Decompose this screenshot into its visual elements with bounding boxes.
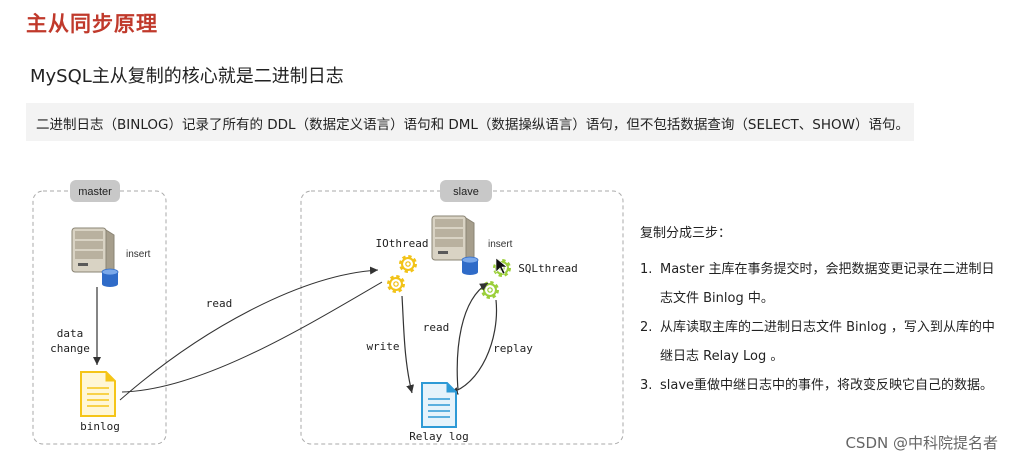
note-text: 二进制日志（BINLOG）记录了所有的 DDL（数据定义语言）语句和 DML（数… — [36, 117, 909, 133]
relay-log-icon — [421, 382, 457, 428]
note-box — [26, 103, 914, 141]
binlog-icon — [80, 371, 116, 417]
relay-log-label: Relay log — [409, 430, 469, 443]
relay-read-label: read — [423, 321, 450, 334]
step-number: 2. — [640, 320, 653, 335]
master-insert-label: insert — [126, 249, 151, 260]
watermark: CSDN @中科院提名者 — [845, 434, 998, 452]
write-label: write — [366, 340, 399, 353]
write-arrow — [401, 295, 415, 394]
read-loop-outbound — [119, 266, 379, 401]
replay-label: replay — [493, 342, 533, 355]
steps-header: 复制分成三步： — [640, 226, 732, 241]
step-text: 从库读取主库的二进制日志文件 Binlog ，写入到从库的中继日志 Relay … — [660, 320, 995, 364]
list-item: 1. Master 主库在事务提交时，会把数据变更记录在二进制日志文件 Binlo… — [640, 255, 1000, 313]
list-item: 2. 从库读取主库的二进制日志文件 Binlog ，写入到从库的中继日志 Rela… — [640, 313, 1000, 371]
steps-list: 1. Master 主库在事务提交时，会把数据变更记录在二进制日志文件 Binlo… — [640, 255, 1000, 400]
step-text: slave重做中继日志中的事件，将改变反映它自己的数据。 — [660, 378, 994, 393]
binlog-label: binlog — [80, 420, 120, 433]
page-title: 主从同步原理 — [26, 12, 158, 36]
slave-tab — [440, 180, 492, 202]
list-item: 3. slave重做中继日志中的事件，将改变反映它自己的数据。 — [640, 371, 1000, 400]
relay-read-arrow — [456, 282, 489, 391]
master-label: master — [78, 186, 112, 198]
slave-label: slave — [453, 186, 479, 198]
step-number: 1. — [640, 262, 653, 277]
iothread-gear-icon — [387, 255, 417, 293]
cursor-icon — [495, 257, 508, 275]
data-change-label-1: data — [57, 327, 84, 340]
sqlthread-label: SQLthread — [518, 262, 578, 275]
step-number: 3. — [640, 378, 653, 393]
steps-panel: 复制分成三步： 1. Master 主库在事务提交时，会把数据变更记录在二进制日志… — [640, 222, 1000, 400]
replay-arrow — [449, 299, 498, 395]
master-tab — [70, 180, 120, 202]
iothread-label: IOthread — [376, 237, 429, 250]
master-server-icon — [71, 227, 119, 288]
page-subtitle: MySQL主从复制的核心就是二进制日志 — [30, 66, 344, 87]
data-change-label-2: change — [50, 342, 90, 355]
slave-server-icon — [431, 215, 479, 276]
read-loop-return — [121, 281, 383, 393]
step-text: Master 主库在事务提交时，会把数据变更记录在二进制日志文件 Binlog … — [660, 262, 995, 306]
read-label: read — [206, 297, 233, 310]
slave-insert-label: insert — [488, 239, 513, 250]
